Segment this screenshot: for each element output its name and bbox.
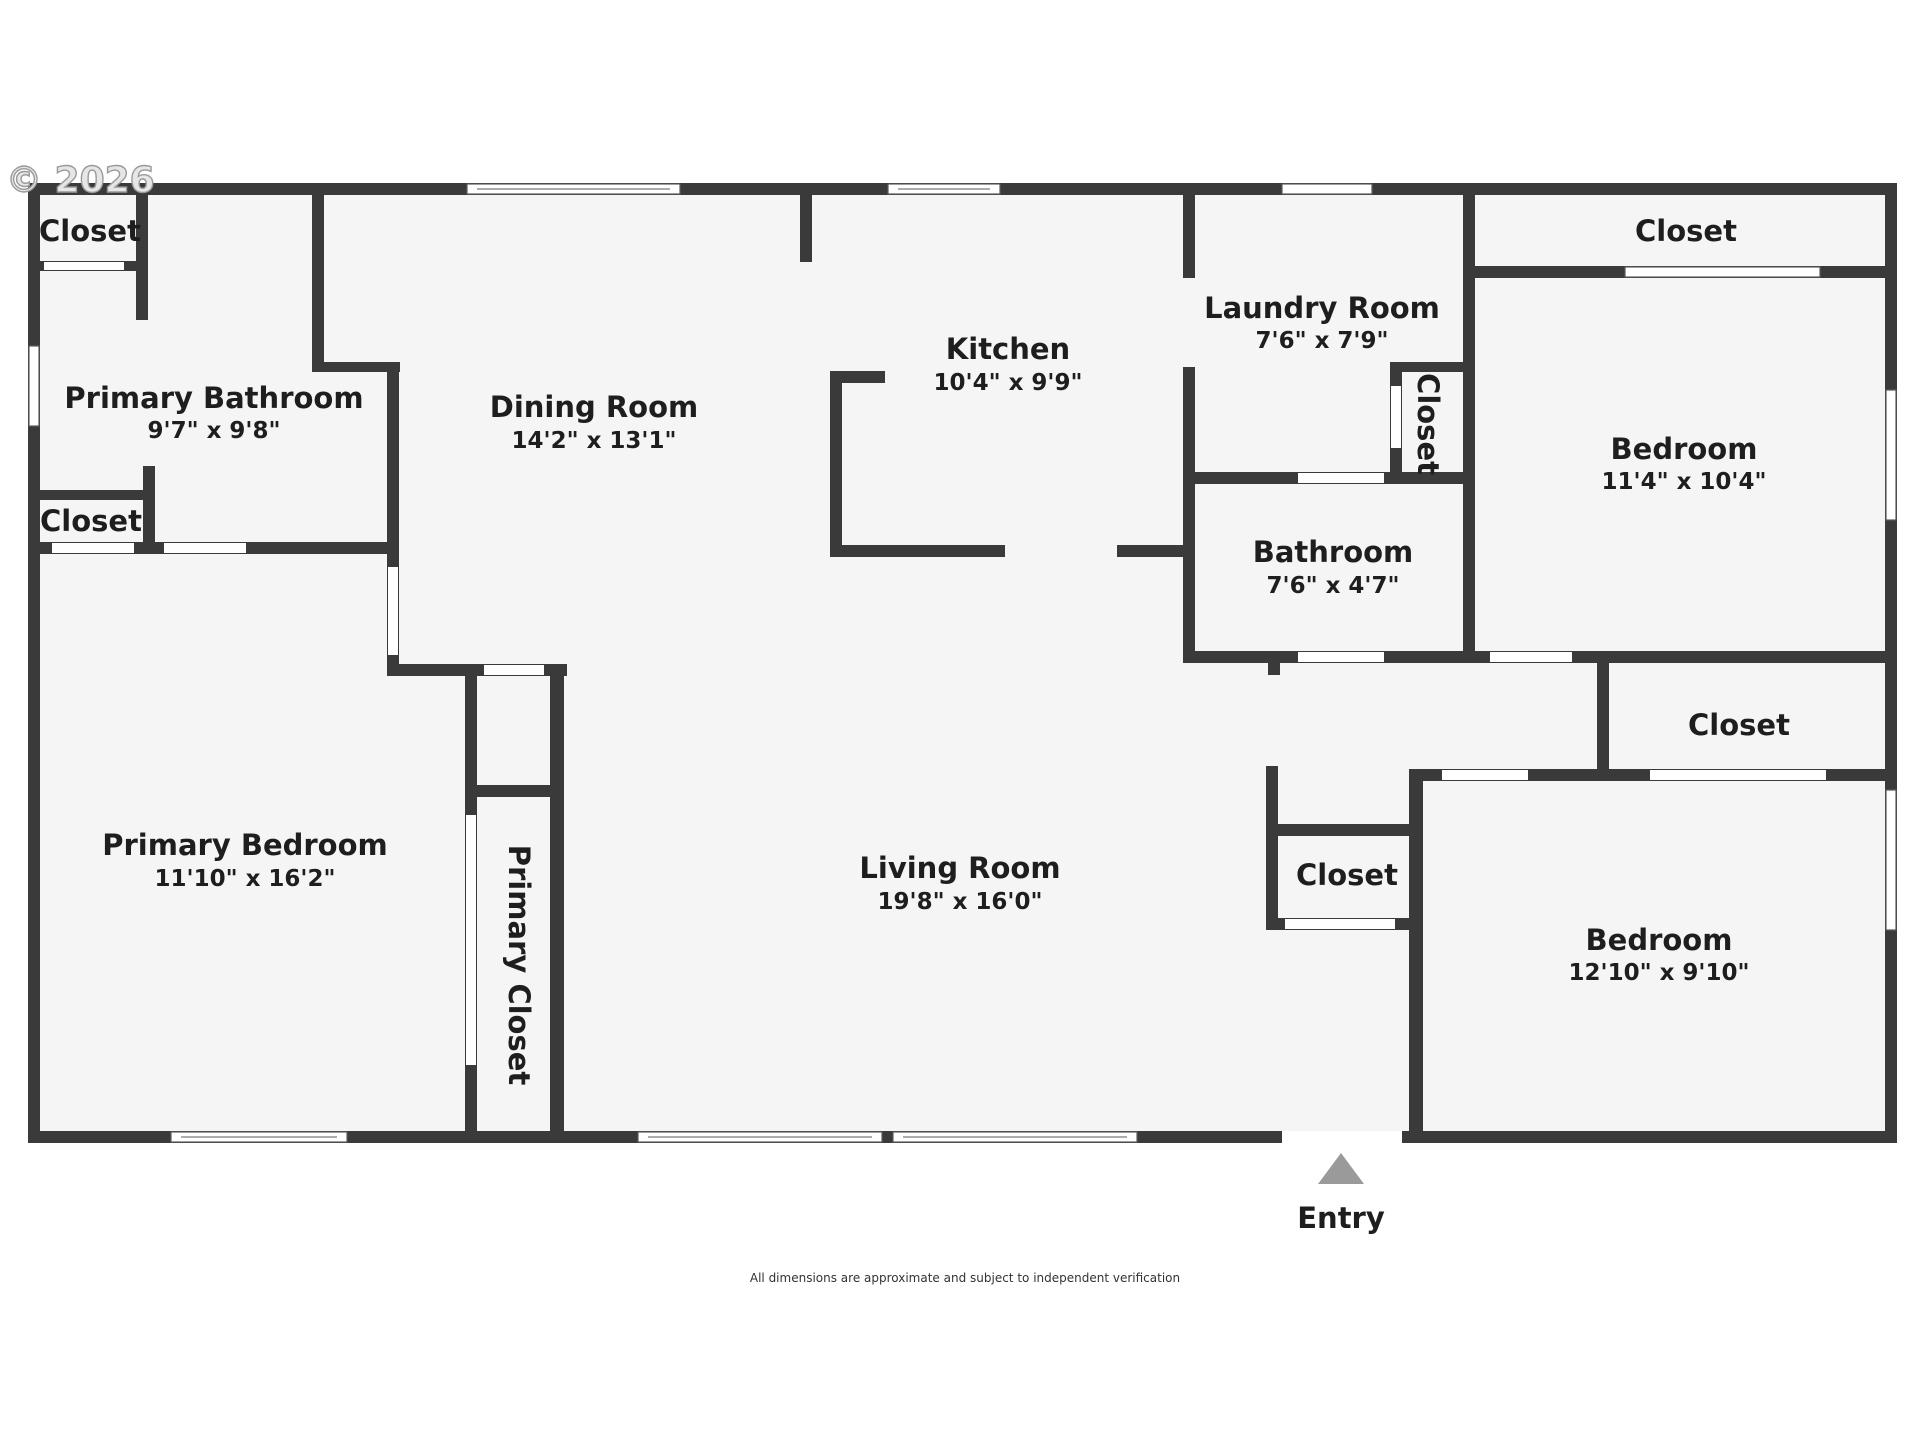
wall [800,190,812,262]
wall [1463,190,1475,663]
door-opening [1282,1131,1402,1143]
room-label-closet-right: Closet [1688,708,1790,742]
door-opening [484,665,544,675]
room-dims-laundry-room: 7'6" x 7'9" [1256,328,1389,354]
room-labels: Closet Primary Bathroom 9'7" x 9'8" Clos… [39,214,1790,1085]
door-opening [1650,770,1826,780]
windows [28,183,1897,1143]
door-opening [44,262,124,270]
room-label-kitchen: Kitchen [946,332,1070,366]
room-label-laundry-room: Laundry Room [1204,291,1440,325]
wall [1183,190,1195,278]
room-dims-kitchen: 10'4" x 9'9" [934,370,1083,396]
door-opening [1442,770,1528,780]
door-openings [44,262,1826,1143]
wall [1390,362,1470,372]
room-label-closet-hall: Closet [1296,858,1398,892]
wall [143,466,155,554]
wall [1597,651,1609,781]
door-opening [52,543,134,553]
room-label-bedroom-upper: Bedroom [1611,432,1758,466]
wall [1409,769,1423,1143]
wall [830,545,1005,557]
window [1281,183,1373,195]
wall [1117,545,1191,557]
window [1885,389,1897,521]
room-dims-living-room: 19'8" x 16'0" [878,889,1043,915]
door-opening [388,567,398,655]
wall [312,362,400,372]
room-label-closet-laundry: Closet [1411,373,1445,475]
room-label-bedroom-lower: Bedroom [1586,923,1733,957]
room-label-primary-bedroom: Primary Bedroom [102,828,387,862]
window [1885,789,1897,931]
wall [312,190,324,370]
window [1624,266,1821,278]
room-label-primary-bathroom: Primary Bathroom [64,381,363,415]
copyright-watermark: © 2026 [6,160,155,201]
entry-label: Entry [1297,1201,1385,1235]
door-opening [466,815,476,1065]
wall [1183,367,1195,663]
entry-arrow-icon [1318,1153,1364,1184]
room-label-bathroom: Bathroom [1253,535,1414,569]
room-dims-bathroom: 7'6" x 4'7" [1267,573,1400,599]
wall [1268,651,1280,675]
room-dims-bedroom-lower: 12'10" x 9'10" [1569,960,1750,986]
room-label-closet-top-left: Closet [39,214,141,248]
door-opening [1298,652,1384,662]
door-opening [1391,386,1401,448]
room-label-dining-room: Dining Room [490,390,699,424]
room-dims-bedroom-upper: 11'4" x 10'4" [1602,469,1767,495]
wall [830,371,885,383]
room-label-closet-top-right: Closet [1635,214,1737,248]
door-opening [1298,473,1384,483]
room-label-closet-left: Closet [40,504,142,538]
room-label-primary-closet: Primary Closet [502,845,536,1086]
room-dims-dining-room: 14'2" x 13'1" [512,428,677,454]
wall [34,490,150,500]
wall [550,664,564,1141]
wall [136,190,148,320]
wall [830,371,842,557]
wall [1266,824,1421,836]
outer-wall-left [28,183,40,1143]
window [28,345,40,427]
door-opening [1285,919,1395,929]
door-opening [164,543,246,553]
disclaimer-text: All dimensions are approximate and subje… [750,1271,1180,1285]
wall [1266,766,1278,930]
wall [465,785,560,797]
room-dims-primary-bathroom: 9'7" x 9'8" [148,418,281,444]
room-label-living-room: Living Room [859,851,1060,885]
room-dims-primary-bedroom: 11'10" x 16'2" [155,866,336,892]
door-opening [1490,652,1572,662]
